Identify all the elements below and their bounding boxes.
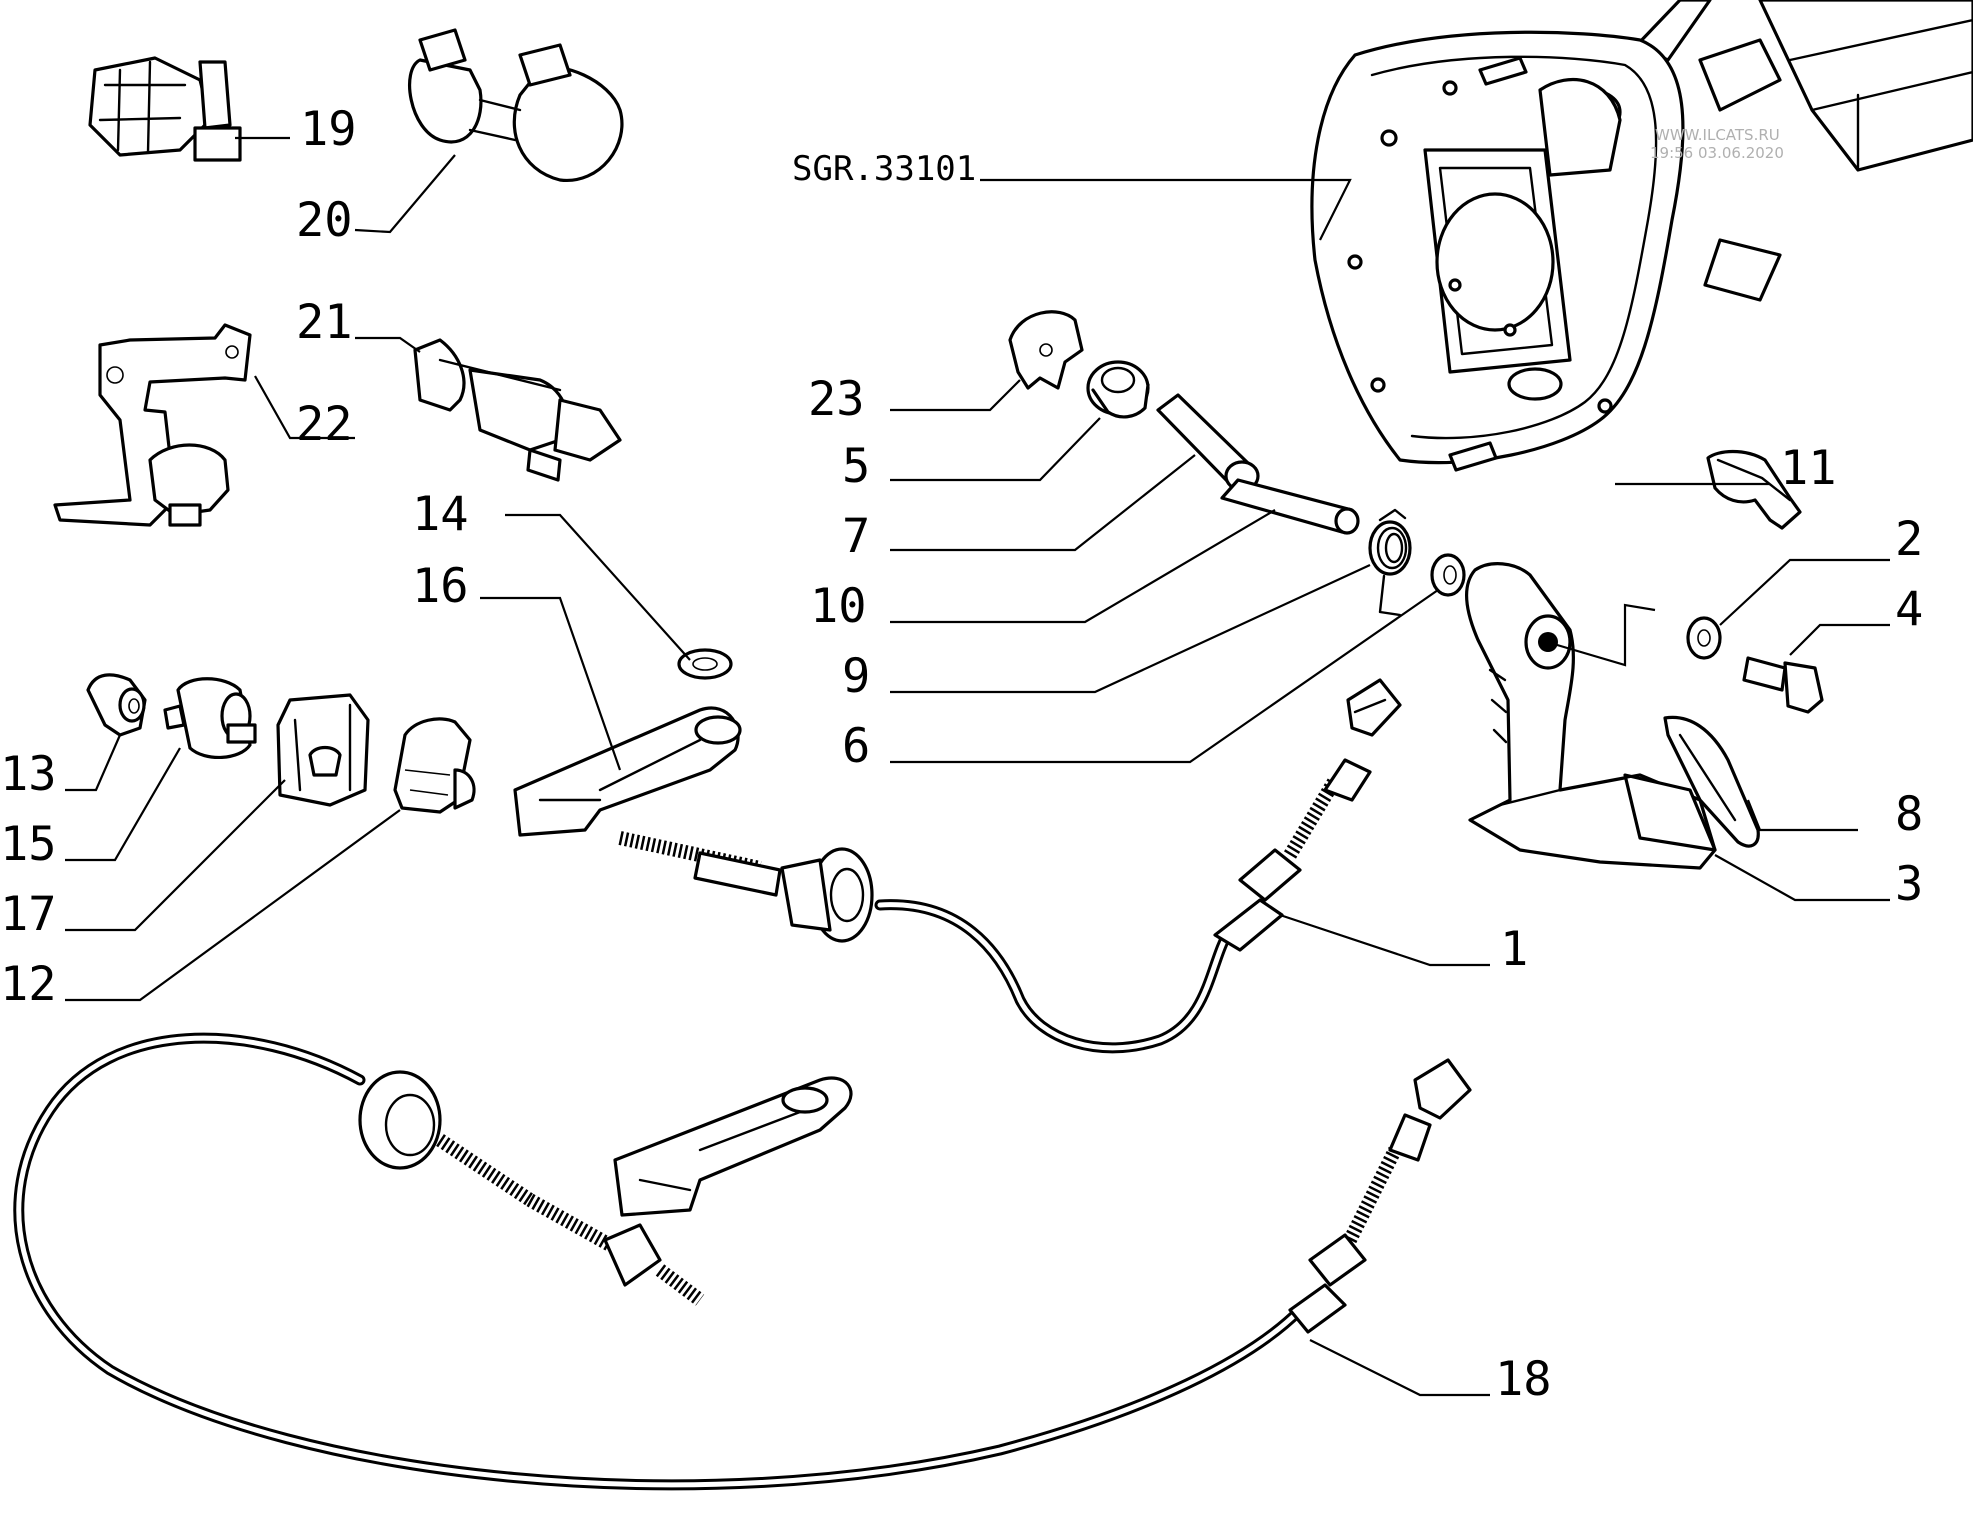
callout-19: 19 bbox=[300, 102, 357, 157]
bushing bbox=[1086, 360, 1150, 419]
rubber-bush bbox=[163, 677, 257, 760]
release-lever bbox=[513, 706, 742, 837]
mounting-bracket bbox=[53, 323, 252, 527]
callout-21: 21 bbox=[296, 295, 353, 350]
circlip bbox=[677, 648, 733, 680]
callout-10: 10 bbox=[810, 579, 867, 634]
callout-5: 5 bbox=[842, 439, 870, 494]
pedal-stop-clip bbox=[276, 693, 370, 807]
callout-23: 23 bbox=[808, 372, 865, 427]
callout-13: 13 bbox=[0, 747, 57, 802]
callout-6: 6 bbox=[842, 719, 870, 774]
leader-lines bbox=[65, 136, 1890, 1397]
callout-17: 17 bbox=[0, 887, 57, 942]
callout-3: 3 bbox=[1895, 857, 1923, 912]
return-spring bbox=[1368, 508, 1412, 617]
clutch-cable-main bbox=[618, 678, 1402, 1054]
clutch-pedal bbox=[1465, 562, 1717, 870]
callout-22: 22 bbox=[296, 397, 353, 452]
return-clip bbox=[1706, 449, 1802, 530]
washer bbox=[1686, 616, 1722, 660]
callout-14: 14 bbox=[412, 487, 469, 542]
callout-9: 9 bbox=[842, 649, 870, 704]
cable-clip bbox=[413, 338, 622, 482]
pedal-support-bracket bbox=[1310, 0, 1973, 472]
callout-11: 11 bbox=[1780, 441, 1837, 496]
callout-2: 2 bbox=[1895, 512, 1923, 567]
callout-16: 16 bbox=[412, 559, 469, 614]
pedal-switch bbox=[88, 56, 242, 162]
callout-20: 20 bbox=[296, 193, 353, 248]
double-hose-clip bbox=[408, 28, 624, 182]
diagram-reference-code: SGR.33101 bbox=[792, 149, 976, 189]
retaining-clip bbox=[1008, 310, 1084, 390]
callout-18: 18 bbox=[1495, 1352, 1552, 1407]
watermark-timestamp: 19:56 03.06.2020 bbox=[1650, 144, 1784, 162]
clutch-cable-alternative bbox=[13, 1032, 1472, 1491]
callout-1: 1 bbox=[1500, 922, 1528, 977]
grommet bbox=[393, 717, 476, 814]
rubber-cap bbox=[86, 673, 147, 737]
callout-4: 4 bbox=[1895, 582, 1923, 637]
release-lever-illustration bbox=[613, 1076, 853, 1217]
callout-7: 7 bbox=[842, 509, 870, 564]
spacer-sleeve bbox=[1220, 478, 1354, 534]
callout-15: 15 bbox=[0, 817, 57, 872]
thrust-washer bbox=[1430, 553, 1466, 597]
watermark-site: WWW.ILCATS.RU bbox=[1655, 126, 1780, 144]
callout-8: 8 bbox=[1895, 787, 1923, 842]
pivot-bolt bbox=[1742, 656, 1824, 714]
callout-12: 12 bbox=[0, 957, 57, 1012]
